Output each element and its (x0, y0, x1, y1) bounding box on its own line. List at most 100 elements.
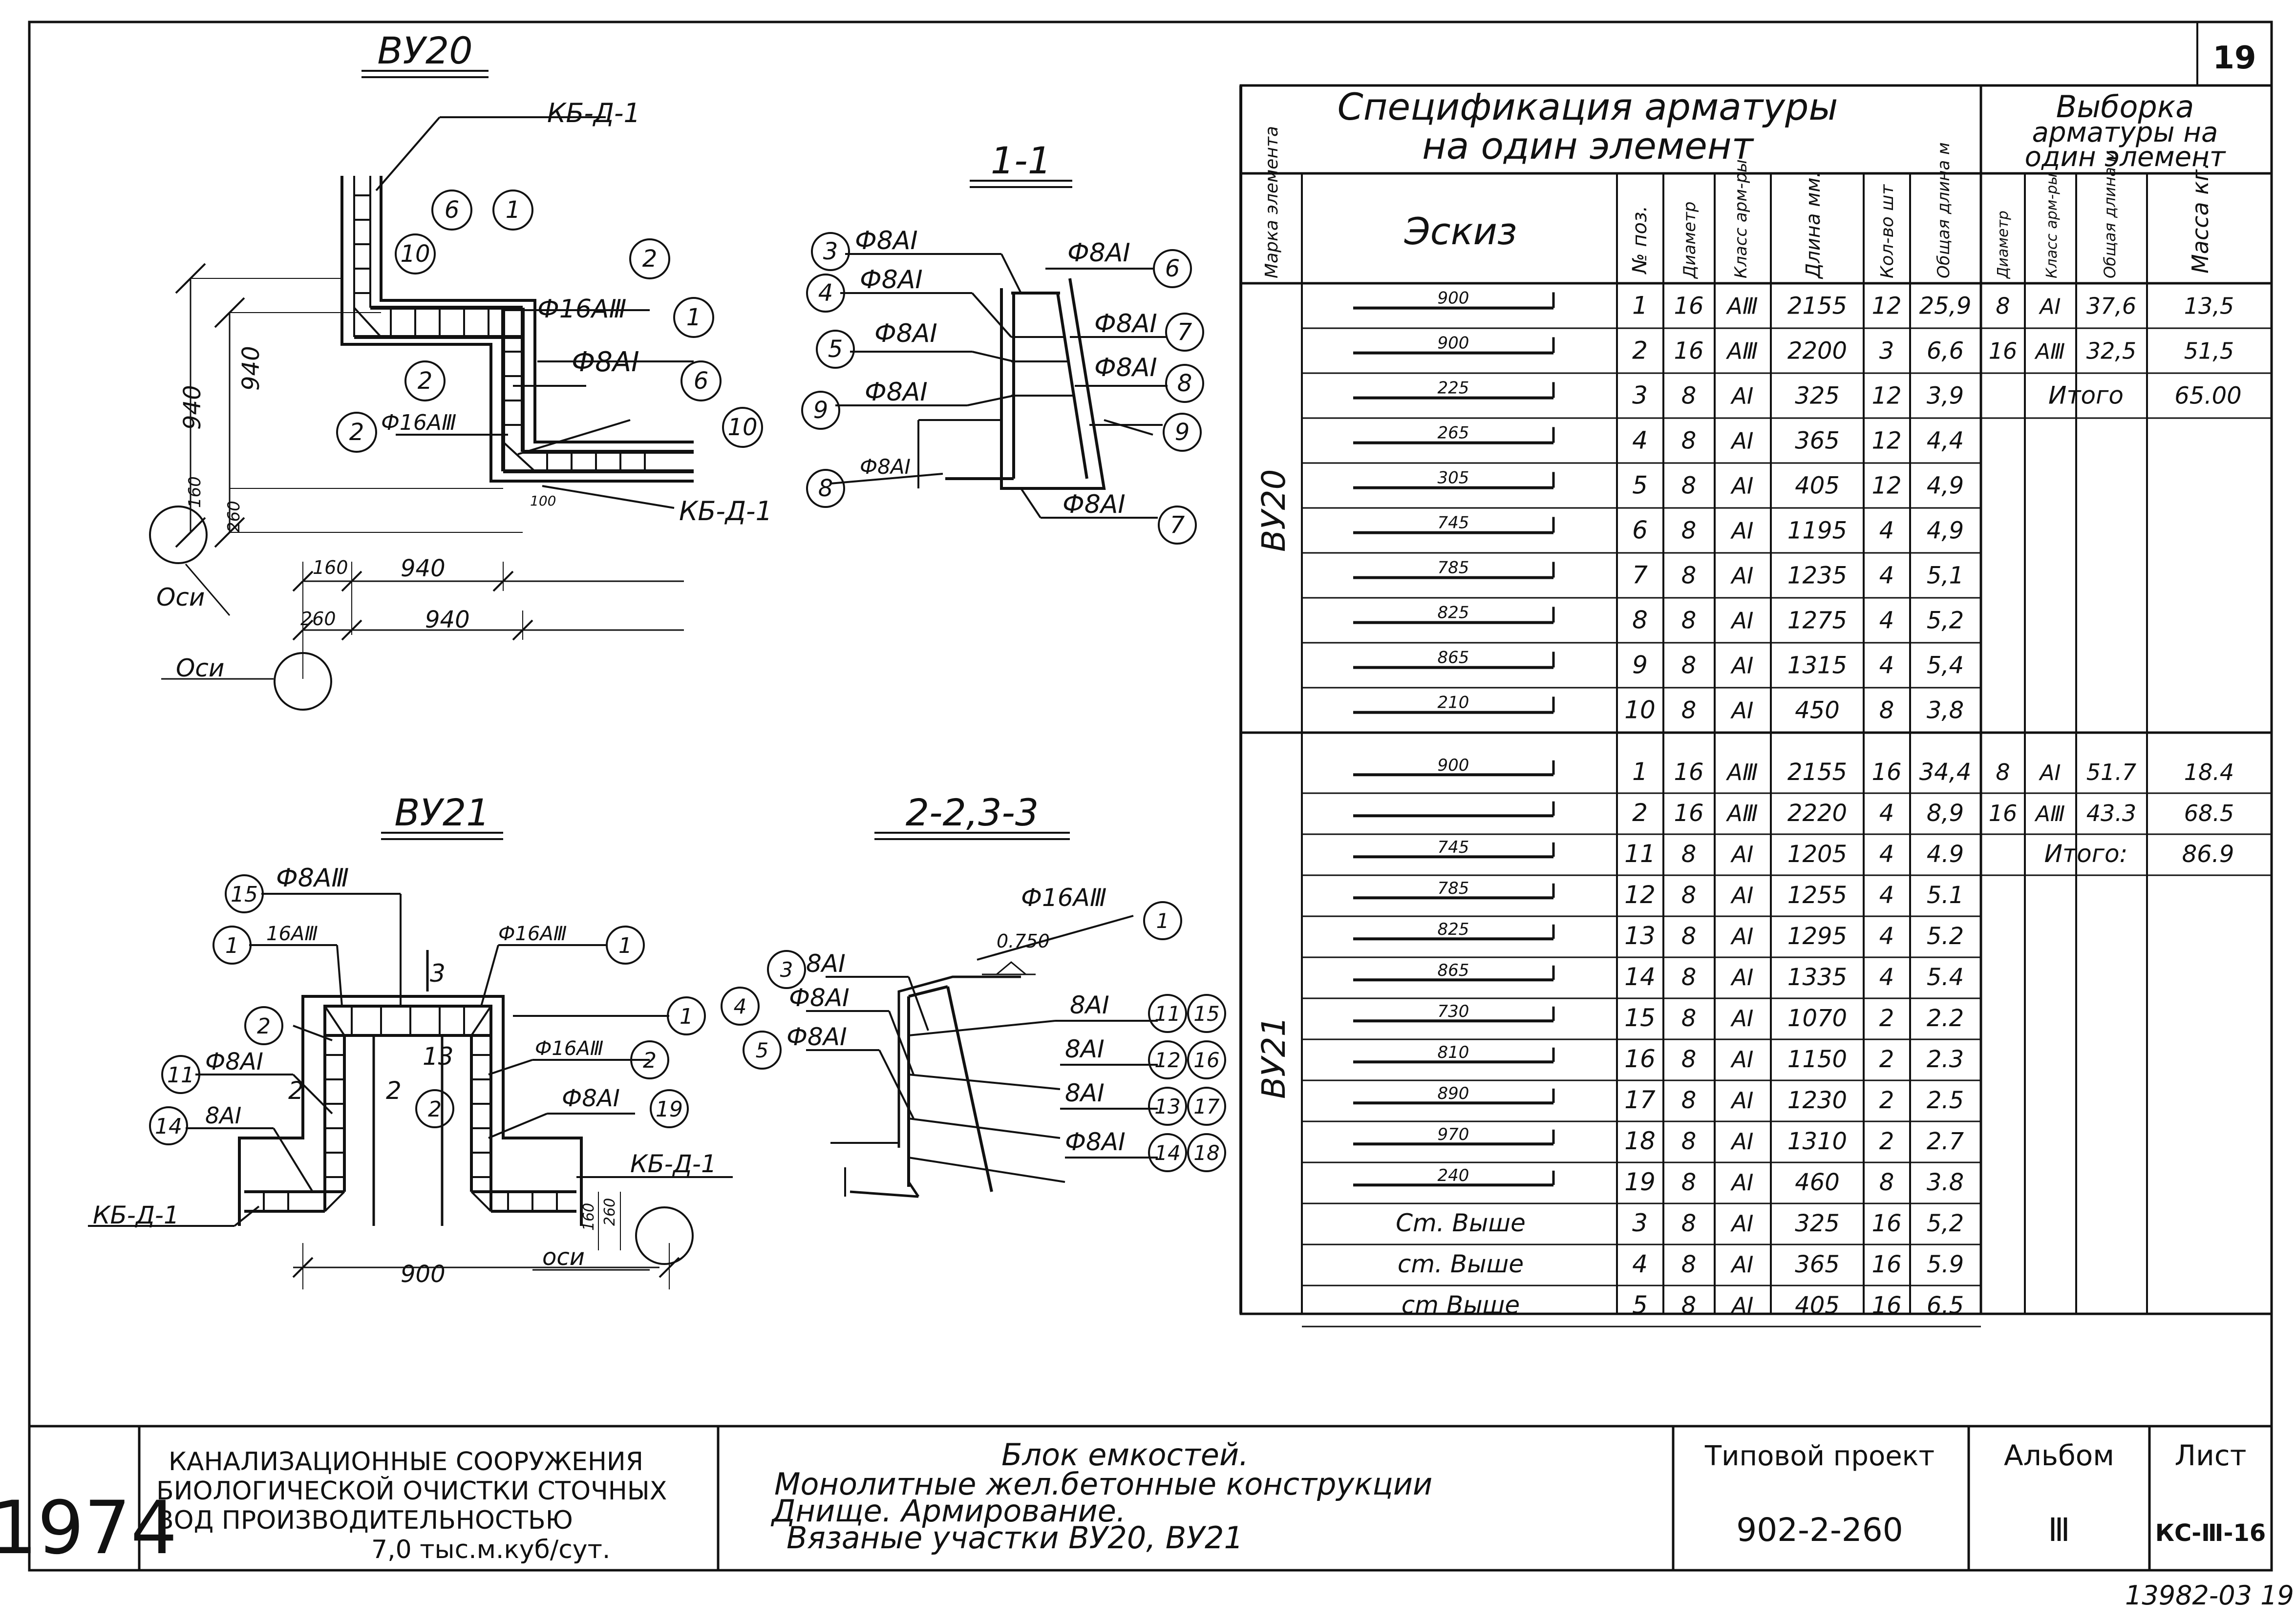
vu21-callout: 11 (167, 1063, 194, 1088)
cell-qty: 4 (1879, 562, 1894, 590)
vu21-label: Ф8АI (562, 1085, 620, 1112)
vu20-title: ВУ20 (377, 29, 472, 72)
vyb-diameter: 8 (1996, 759, 2010, 785)
desc-line-3: Днище. Армирование. (770, 1493, 1126, 1529)
cell-qty: 12 (1871, 382, 1901, 410)
cell-pos: 16 (1624, 1045, 1656, 1073)
sec11-callout: 4 (818, 279, 833, 307)
sec22-callout: 13 (1154, 1095, 1180, 1118)
cell-pos: 1 (1632, 758, 1648, 786)
sec11-label: Ф8АI (865, 378, 928, 407)
col-mark: Марка элемента (1262, 126, 1282, 278)
vu20-callout: 6 (445, 196, 460, 224)
vu20-axis-b: Оси (176, 654, 224, 682)
itogo-value: 86.9 (2182, 841, 2234, 868)
vu21-label: КБ-Д-1 (630, 1150, 717, 1178)
vu20-callout: 2 (418, 367, 433, 395)
cell-diameter: 8 (1681, 1128, 1697, 1155)
sketch-label: 825 (1438, 603, 1469, 622)
cell-diameter: 8 (1681, 1210, 1697, 1237)
cell-class: АI (1730, 841, 1753, 867)
project-value: 902-2-260 (1736, 1511, 1903, 1549)
cell-length: 1335 (1787, 964, 1847, 991)
sec11-callout: 9 (813, 397, 829, 424)
cell-qty: 16 (1871, 759, 1901, 786)
vu21-callout: 1 (680, 1004, 693, 1029)
cell-qty: 4 (1879, 607, 1894, 634)
cell-length: 1230 (1787, 1087, 1847, 1114)
cell-diameter: 16 (1674, 759, 1703, 786)
vyborka-title-1: Выборка (2056, 89, 2194, 125)
sketch-label: 890 (1438, 1084, 1469, 1103)
cell-pos: 8 (1632, 606, 1648, 634)
sec11-label-b: Ф8АI (1063, 490, 1126, 519)
vyb-diameter: 16 (1989, 338, 2018, 364)
vyb-class: АI (2038, 295, 2061, 319)
cell-total: 5.4 (1927, 964, 1964, 991)
cell-qty: 4 (1879, 517, 1894, 545)
vu20-axis-a: Оси (156, 583, 205, 611)
cell-pos: 11 (1624, 840, 1656, 868)
cell-class: АI (1730, 1128, 1753, 1155)
sec22-label: Ф8АI (1065, 1128, 1126, 1156)
vu20-dim-940-b: 940 (237, 346, 265, 391)
vu21-title: ВУ21 (394, 791, 489, 834)
cell-length: 405 (1795, 1292, 1840, 1319)
cell-pos: 4 (1632, 1250, 1648, 1278)
vyb-mass: 51,5 (2184, 338, 2234, 364)
desc-line-1: Блок емкостей. (1001, 1437, 1249, 1473)
desc-line-2: Монолитные жел.бетонные конструкции (774, 1466, 1432, 1502)
cell-pos: 13 (1624, 922, 1656, 950)
col-qty: Кол-во шт (1877, 184, 1897, 278)
sketch-label: 240 (1438, 1166, 1469, 1185)
sketch-label: 825 (1438, 920, 1469, 939)
album-value: Ⅲ (2048, 1511, 2070, 1549)
cell-diameter: 8 (1681, 517, 1697, 545)
desc-line-4: Вязаные участки ВУ20, ВУ21 (787, 1520, 1243, 1556)
col-v-class: Класс арм-ры (2043, 173, 2061, 278)
sec22-callout: 5 (756, 1038, 769, 1062)
vu21-label: Ф16АⅢ (535, 1037, 603, 1060)
sec22-callout: 14 (1154, 1141, 1180, 1165)
cell-class: АI (1730, 697, 1753, 724)
vyb-total: 32,5 (2086, 338, 2136, 364)
vyborka-title-2: арматуры на (2032, 117, 2218, 148)
cell-diameter: 16 (1674, 800, 1703, 827)
cell-pos: 3 (1632, 381, 1648, 410)
cell-pos: 14 (1624, 963, 1656, 991)
vu21-mark: 3 (430, 959, 446, 988)
title-year: 1974 (0, 1486, 177, 1571)
sec22-label: Ф16АⅢ (1021, 884, 1106, 912)
cell-total: 2.3 (1927, 1046, 1964, 1073)
vu21-label: 16АⅢ (266, 923, 318, 945)
cell-length: 1255 (1787, 882, 1847, 909)
cell-length: 1195 (1787, 517, 1847, 545)
cell-pos: 7 (1632, 561, 1648, 590)
cell-length: 1310 (1787, 1128, 1847, 1155)
cell-class: АⅢ (1725, 293, 1758, 319)
cell-pos: 10 (1624, 696, 1656, 724)
vu20-dim-940-c: 940 (401, 555, 446, 582)
vu21-dim-260: 260 (601, 1198, 618, 1226)
sec22-label: 8АI (806, 949, 846, 978)
sketch-label: 730 (1438, 1002, 1469, 1021)
itogo-label: Итого: (2044, 840, 2128, 868)
cell-pos: 4 (1632, 426, 1648, 455)
vyb-diameter: 8 (1996, 293, 2010, 319)
vyb-total: 43.3 (2086, 800, 2136, 826)
cell-pos: 19 (1624, 1168, 1656, 1196)
cell-diameter: 8 (1681, 562, 1697, 590)
cell-qty: 4 (1879, 964, 1894, 991)
vu20-rebar-16: Ф16АⅢ (537, 295, 626, 324)
sec11-title: 1-1 (991, 139, 1051, 182)
cell-qty: 12 (1871, 293, 1901, 320)
cell-pos: 18 (1624, 1127, 1656, 1155)
vu21-dim-900: 900 (401, 1261, 446, 1288)
cell-total: 3,9 (1927, 382, 1964, 410)
org-line-1: КАНАЛИЗАЦИОННЫЕ СООРУЖЕНИЯ (169, 1447, 643, 1476)
cell-pos: 15 (1624, 1004, 1656, 1032)
cell-length: 450 (1795, 697, 1840, 724)
cell-length: 1070 (1787, 1005, 1847, 1032)
vu21-callout: 15 (231, 882, 258, 907)
